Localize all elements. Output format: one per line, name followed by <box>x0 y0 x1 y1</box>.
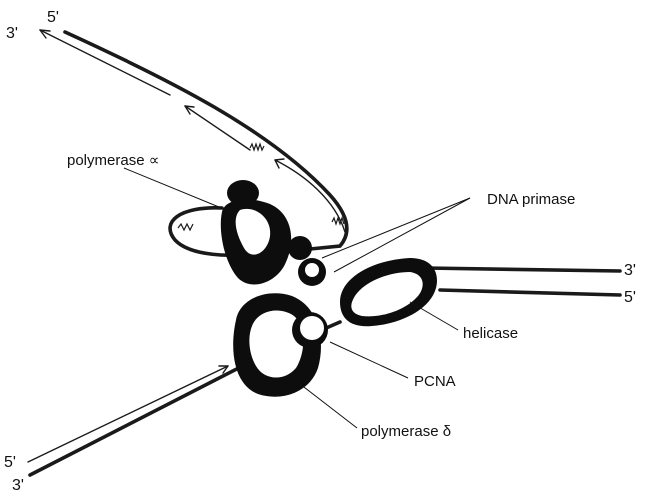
label-helicase: helicase <box>463 325 518 342</box>
end-bottom-5prime: 5' <box>4 454 16 471</box>
label-pcna: PCNA <box>414 373 456 390</box>
leader-pcna <box>330 342 408 378</box>
polymerase-delta-shape <box>233 293 328 396</box>
end-right-3prime: 3' <box>624 262 636 279</box>
leader-helicase <box>410 302 458 330</box>
rna-primer-3 <box>178 224 193 230</box>
polymerase-alpha-shape <box>221 180 326 286</box>
parental-strand-top <box>425 268 620 271</box>
leader-polymerase-delta <box>300 384 357 428</box>
end-top-left-5prime: 5' <box>47 9 59 26</box>
label-polymerase-delta: polymerase δ <box>361 423 451 440</box>
rna-primer-1 <box>250 144 264 150</box>
end-top-left-3prime: 3' <box>6 25 18 42</box>
leader-polymerase-alpha <box>124 168 236 214</box>
end-right-5prime: 5' <box>624 289 636 306</box>
label-polymerase-alpha: polymerase ∝ <box>67 152 159 169</box>
okazaki-fragment-2 <box>185 106 250 150</box>
lagging-template-strand <box>65 32 347 250</box>
leading-new-strand <box>28 366 228 462</box>
arrowhead-2 <box>185 106 194 114</box>
helicase-shape <box>340 258 437 326</box>
end-bottom-3prime: 3' <box>12 477 24 494</box>
parental-strand-bottom <box>440 290 620 295</box>
label-dna-primase: DNA primase <box>487 191 575 208</box>
okazaki-fragment-1 <box>40 30 170 95</box>
